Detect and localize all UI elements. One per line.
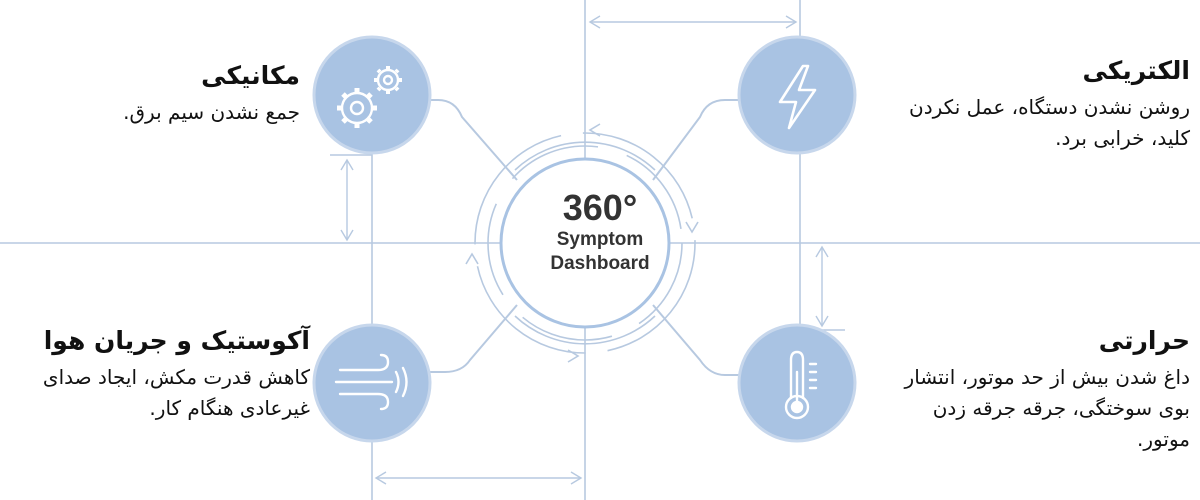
thermal-title: حرارتی [1098,326,1190,355]
thermal-text: حرارتی داغ شدن بیش از حد موتور، انتشار ب… [880,325,1190,455]
center-ring-outer [474,132,696,354]
mechanical-title: مکانیکی [201,61,300,90]
center-label: 360° Symptom Dashboard [510,188,690,277]
center-line-2: Dashboard [550,253,650,275]
airflow-icon [334,353,408,411]
electrical-node [737,35,857,155]
electrical-text: الکتریکی روشن نشدن دستگاه، عمل نکردن کلی… [880,55,1190,154]
acoustic-node [312,323,432,443]
center-ring-middle [487,145,683,341]
connector-electrical [652,99,745,181]
gears-icon [337,66,402,128]
center-ring-arc-bottom [514,315,656,345]
center-value: 360° [562,187,638,228]
lightning-icon [778,64,817,130]
mechanical-description: جمع نشدن سیم برق. [123,100,300,125]
thermal-description: داغ شدن بیش از حد موتور، انتشار بوی سوخت… [904,365,1190,452]
electrical-description: روشن نشدن دستگاه، عمل نکردن کلید، خرابی … [909,95,1190,151]
acoustic-description: کاهش قدرت مکش، ایجاد صدای غیرعادی هنگام … [42,365,310,421]
connector-acoustic [425,304,518,373]
thermal-node [737,323,857,443]
acoustic-title: آکوستیک و جریان هوا [43,326,310,355]
thermometer-icon [784,350,818,420]
connector-mechanical [425,99,518,181]
electrical-title: الکتریکی [1082,56,1190,85]
center-ring-arc-top [514,141,656,171]
center-circle [499,157,671,329]
mechanical-node [312,35,432,155]
mechanical-text: مکانیکی جمع نشدن سیم برق. [40,60,300,128]
acoustic-text: آکوستیک و جریان هوا کاهش قدرت مکش، ایجاد… [10,325,310,424]
connector-thermal [652,304,745,376]
center-line-1: Symptom [556,228,644,250]
